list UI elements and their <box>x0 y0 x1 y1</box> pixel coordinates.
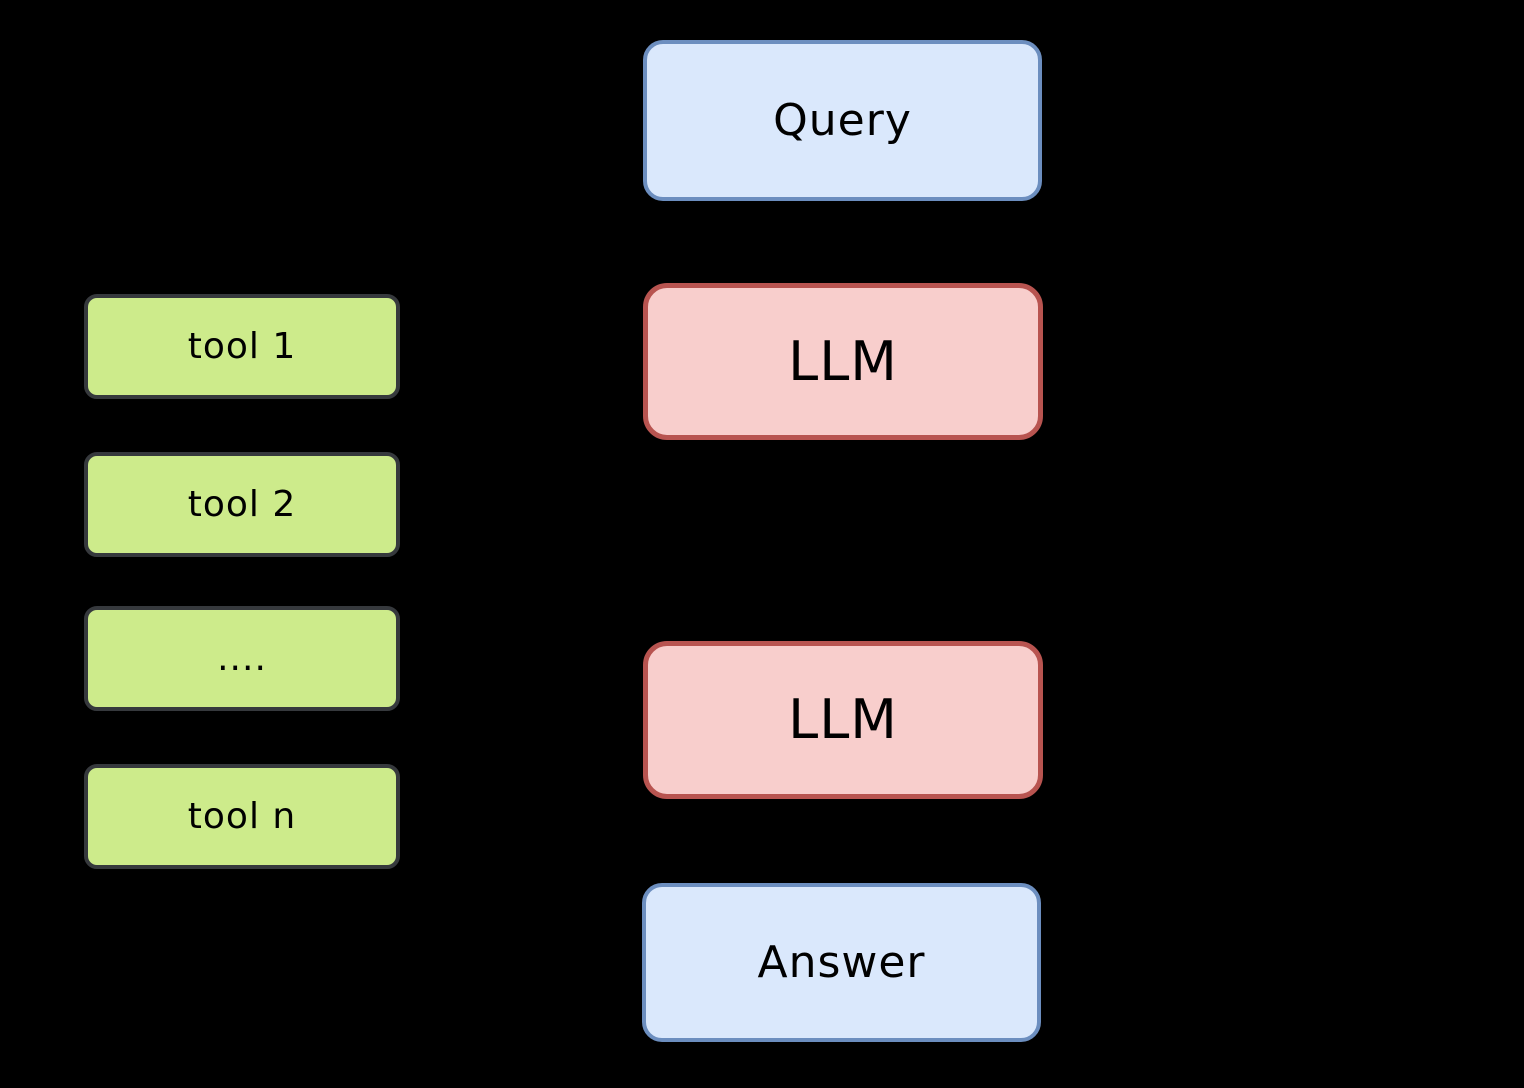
tool-1-label: tool 1 <box>187 325 297 367</box>
llm-bottom-label: LLM <box>788 688 898 751</box>
tool-ellipsis-node: .... <box>84 606 400 711</box>
llm-top-label: LLM <box>788 329 898 393</box>
llm-bottom-node: LLM <box>643 641 1043 799</box>
answer-label: Answer <box>757 936 926 988</box>
tool-2-label: tool 2 <box>187 483 297 525</box>
answer-node: Answer <box>642 883 1041 1042</box>
tool-2-node: tool 2 <box>84 452 400 557</box>
tool-n-node: tool n <box>84 764 400 869</box>
llm-top-node: LLM <box>643 283 1043 440</box>
query-node: Query <box>643 40 1042 201</box>
tool-n-label: tool n <box>187 795 297 837</box>
tool-1-node: tool 1 <box>84 294 400 399</box>
query-label: Query <box>773 94 912 146</box>
tool-ellipsis-label: .... <box>217 637 267 679</box>
